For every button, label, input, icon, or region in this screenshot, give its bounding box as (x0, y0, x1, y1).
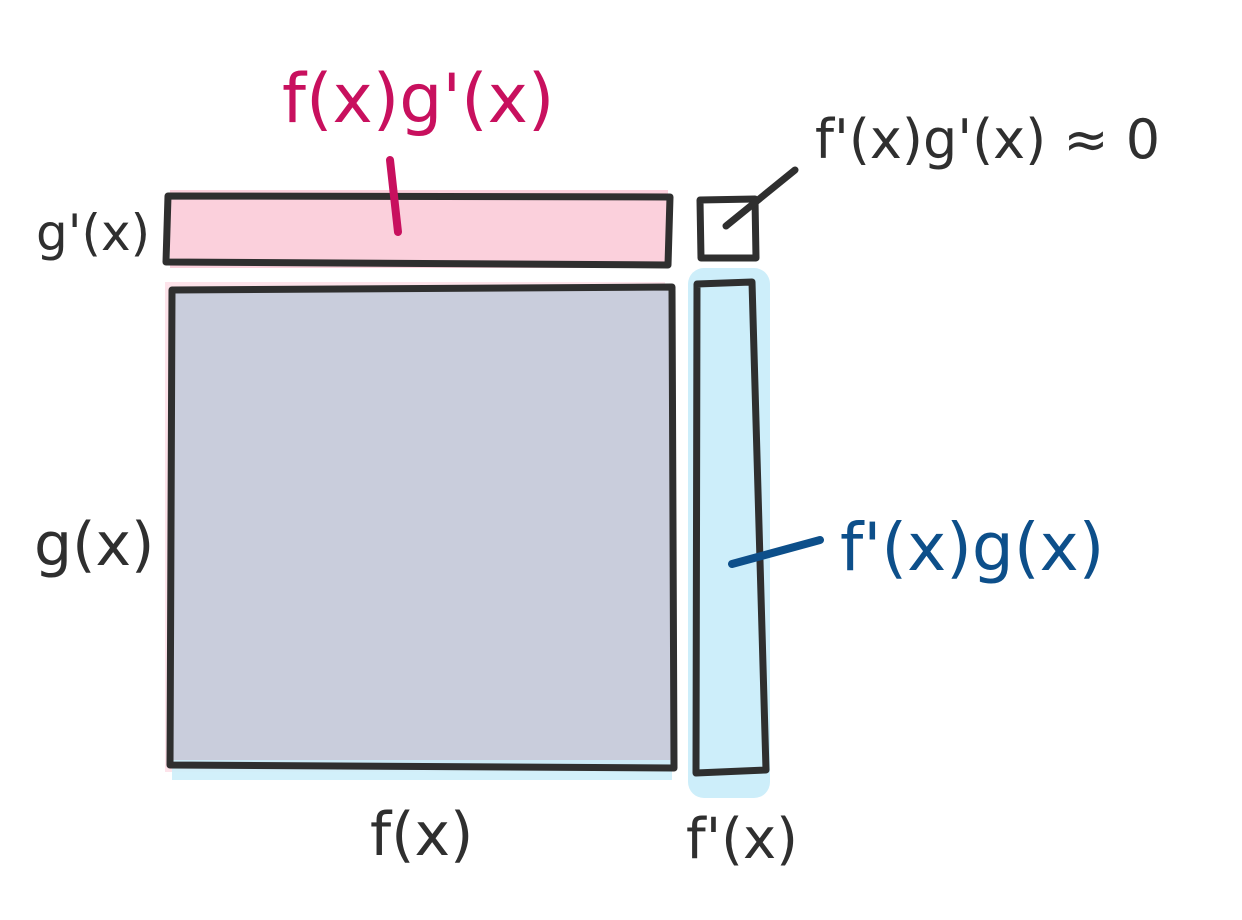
top-strip (162, 190, 674, 269)
bottom-main-label: f(x) (370, 800, 473, 870)
bottom-right-label: f'(x) (686, 807, 798, 872)
right-strip (688, 268, 770, 798)
top-strip-fill (170, 190, 668, 268)
right-strip-fill (688, 268, 770, 798)
right-strip-label: f'(x)g(x) (840, 509, 1104, 586)
main-rectangle (165, 282, 678, 780)
top-strip-outline (162, 192, 674, 269)
main-rectangle-fill (172, 288, 674, 766)
top-strip-label: f(x)g'(x) (282, 60, 554, 139)
main-rectangle-outline (166, 283, 678, 772)
corner-square-leader-line (722, 166, 799, 230)
left-top-label: g'(x) (36, 204, 150, 262)
corner-square-label: f'(x)g'(x) ≈ 0 (815, 108, 1160, 171)
left-main-label: g(x) (34, 510, 154, 580)
right-strip-leader-line (728, 536, 824, 568)
top-strip-leader-line (386, 156, 402, 236)
right-strip-outline (692, 278, 770, 777)
